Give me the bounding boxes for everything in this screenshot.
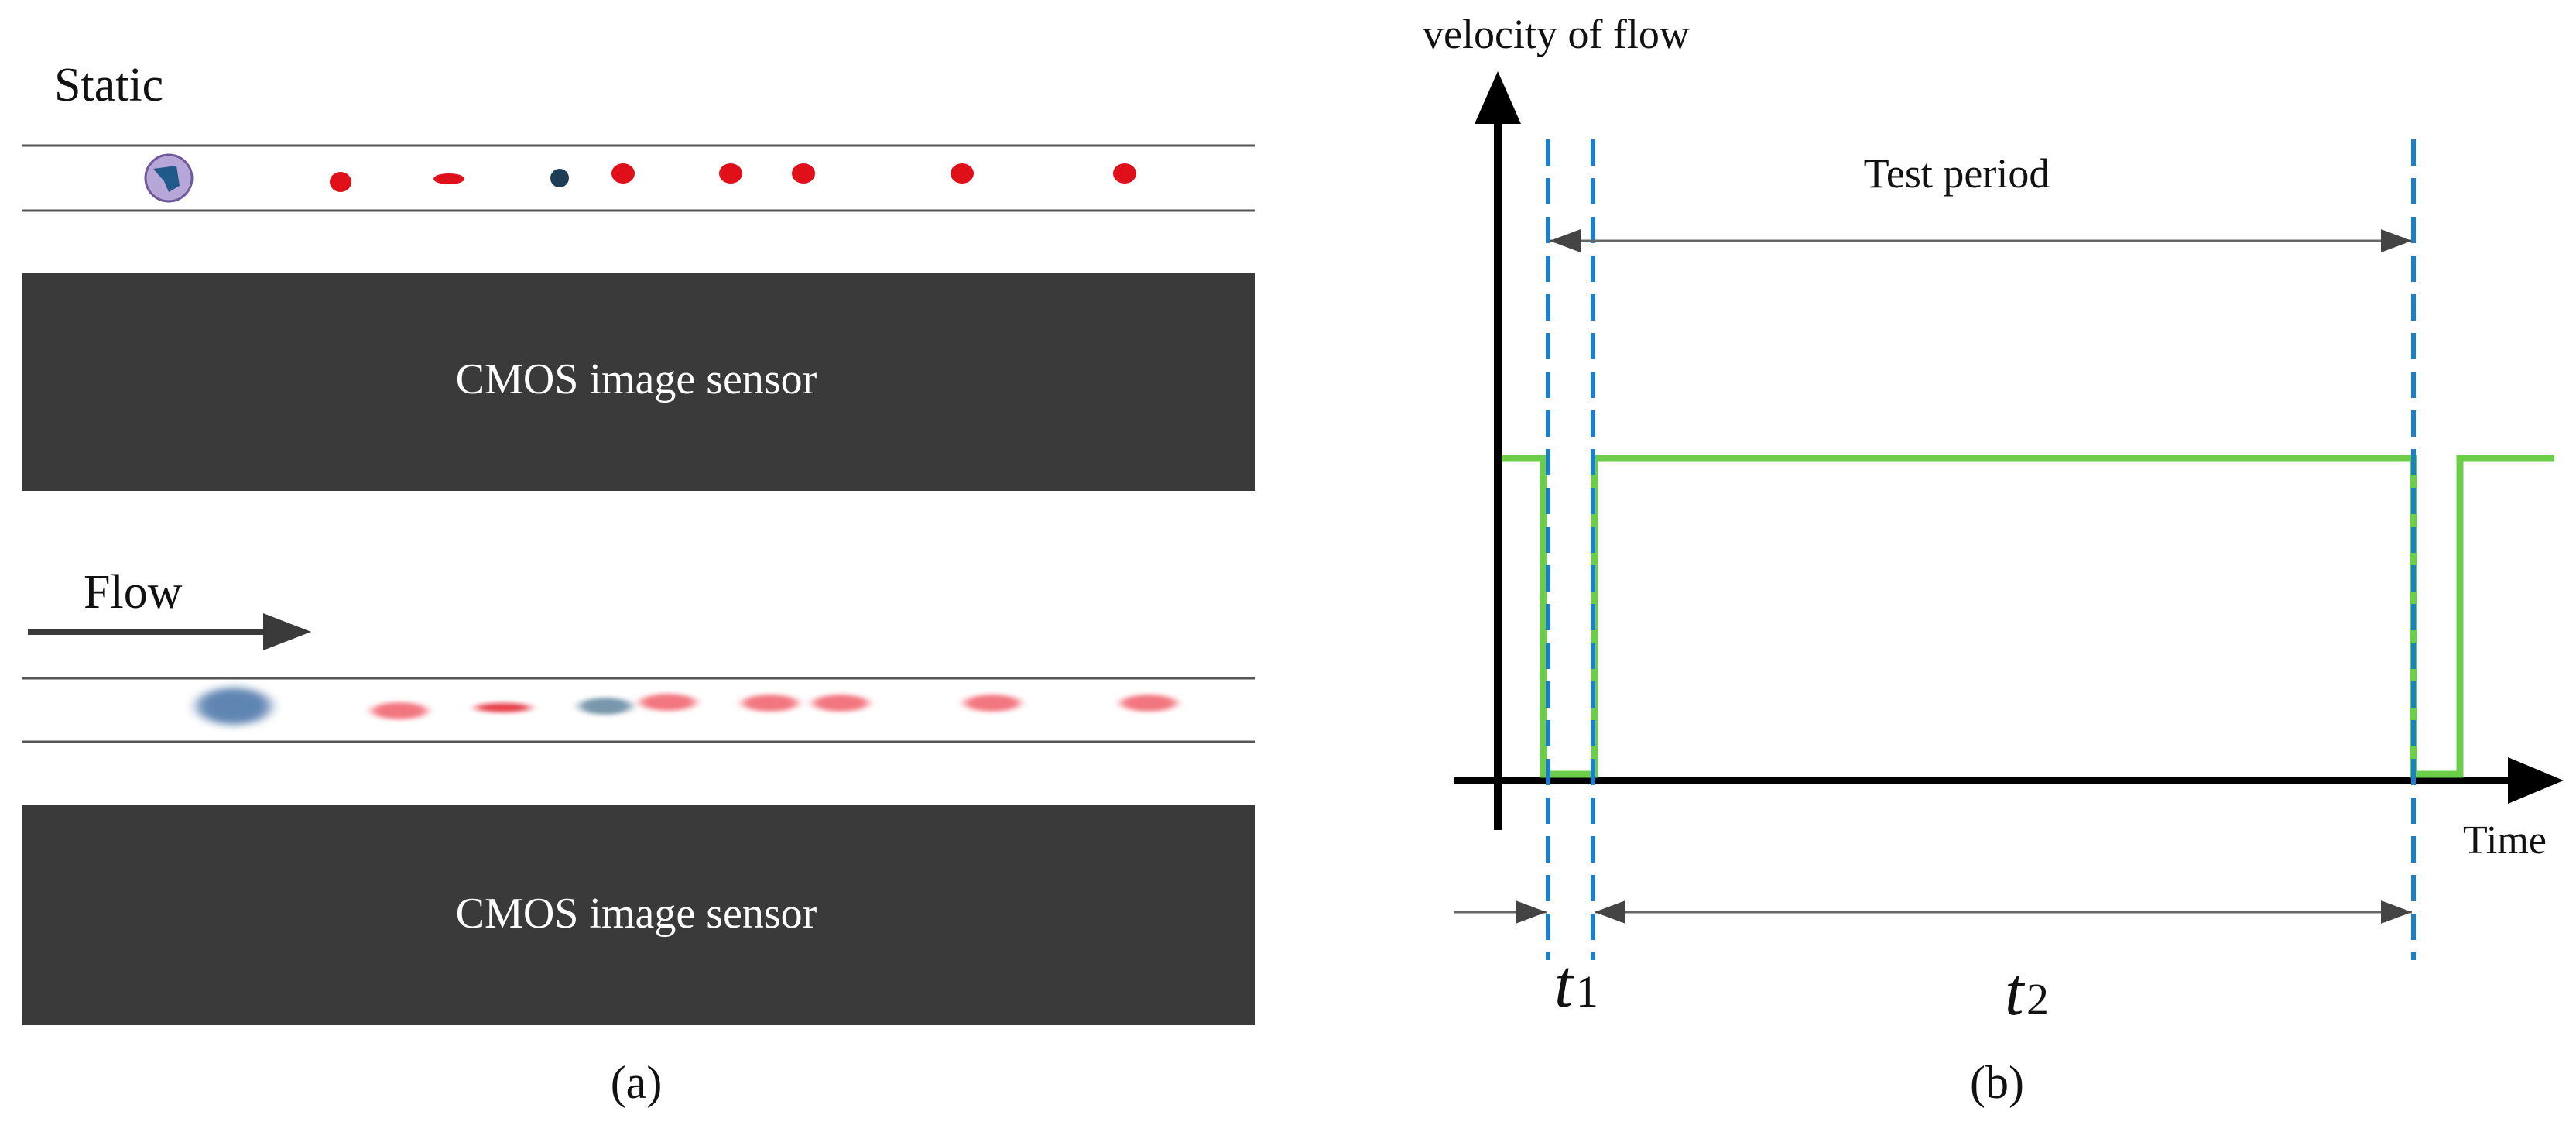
blue-cell-large (144, 153, 194, 203)
red-cell-blurred (964, 695, 1020, 712)
red-cell (792, 163, 815, 184)
red-cell (1113, 163, 1136, 184)
red-cell-blurred (640, 694, 696, 711)
t1-label: t 1 (1554, 947, 1598, 1022)
cmos-sensor-top (22, 273, 1255, 491)
red-cell-blurred (372, 702, 427, 719)
flow-label: Flow (84, 566, 183, 619)
panel-a: Static CMOS image sensor Flow (22, 59, 1255, 1108)
flow-channel (22, 677, 1255, 743)
cmos-sensor-bottom-label: CMOS image sensor (456, 890, 817, 938)
t2-arrow (1595, 900, 2412, 924)
x-axis-arrowhead (2508, 757, 2564, 804)
test-period-arrow (1550, 229, 2412, 252)
y-axis (1475, 71, 1521, 830)
red-cell (611, 163, 635, 184)
red-cell-blurred (742, 695, 798, 712)
test-period-label: Test period (1864, 150, 2050, 197)
red-cell-blurred (475, 703, 531, 712)
t2-main: t (2005, 955, 2026, 1030)
t2-label: t 2 (2005, 955, 2049, 1030)
caption-b: (b) (1970, 1057, 2024, 1108)
y-axis-label: velocity of flow (1423, 11, 1690, 57)
t1-arrow (1454, 900, 1547, 924)
x-axis (1454, 757, 2564, 804)
blue-cell-blurred (197, 688, 271, 725)
static-label: Static (54, 59, 163, 111)
red-cell (951, 163, 974, 184)
red-cell (433, 173, 464, 184)
x-axis-label: Time (2463, 818, 2547, 863)
red-cell (719, 163, 742, 184)
t1-main: t (1554, 947, 1575, 1022)
cmos-sensor-top-label: CMOS image sensor (456, 355, 817, 403)
dark-cell-blurred (579, 698, 632, 715)
red-cell-blurred (813, 695, 868, 712)
flow-arrow (28, 613, 311, 650)
panel-b: velocity of flow Time Test period (1423, 11, 2564, 1108)
red-cell-blurred (1121, 695, 1177, 712)
static-channel (22, 144, 1255, 212)
y-axis-arrowhead (1475, 71, 1521, 124)
cmos-sensor-bottom (22, 805, 1255, 1025)
red-cell (330, 172, 351, 192)
t1-sub: 1 (1576, 966, 1598, 1017)
velocity-signal-line (1502, 455, 2554, 778)
t2-sub: 2 (2026, 974, 2049, 1024)
caption-a: (a) (611, 1057, 663, 1108)
dark-cell (550, 169, 569, 187)
